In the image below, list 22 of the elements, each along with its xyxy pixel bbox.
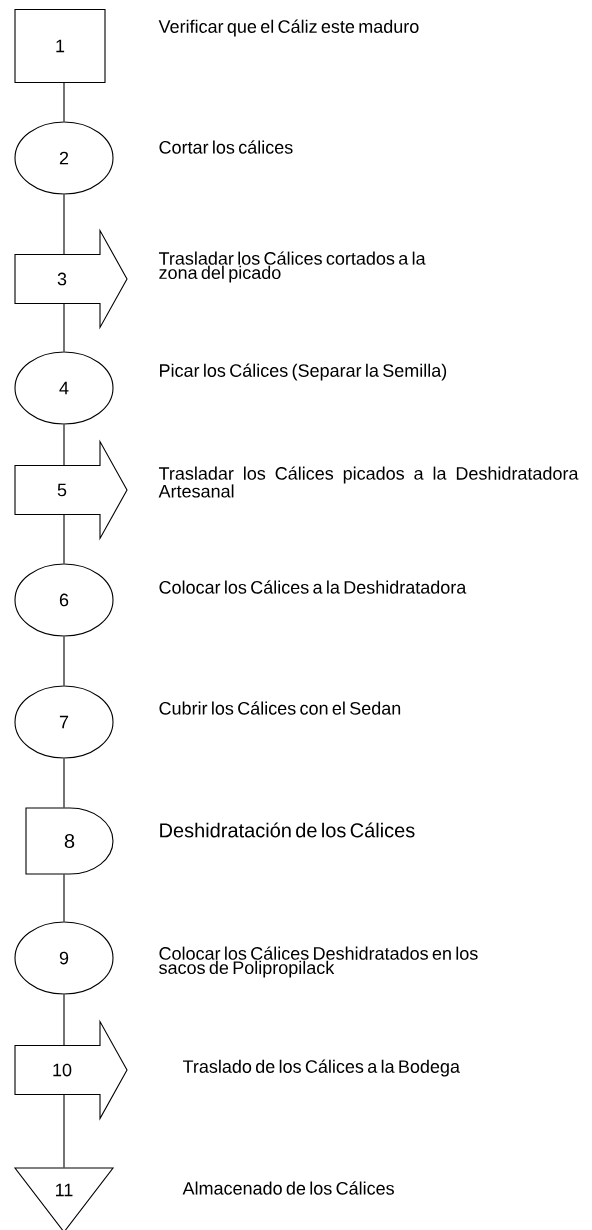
process-box: 1 (14, 8, 106, 84)
step-description: Colocar los Cálices a la Deshidratadora (159, 580, 467, 594)
step-description: Almacenado de los Cálices (182, 1181, 394, 1195)
connector-line (63, 82, 65, 122)
connector-line (63, 874, 65, 922)
connector-line (63, 994, 65, 1046)
step-description: Picar los Cálices (Separar la Semilla) (160, 363, 447, 381)
step-description: Trasladar los Cálices picados a la Deshidratadora Artesanal (158, 466, 579, 498)
connector-line (63, 758, 65, 808)
connector-line (63, 514, 65, 564)
connector-line (63, 1094, 65, 1168)
step-description: Cortar los cálices (159, 140, 293, 154)
connector-line (63, 424, 65, 466)
step-description: Cubrir los Cálices con el Sedan (159, 701, 401, 715)
connector-line (63, 303, 65, 352)
step-description: Verificar que el Cáliz este maduro (158, 19, 419, 37)
connector-line (63, 194, 65, 255)
connector-line (63, 636, 65, 686)
step-description: Colocar los Cálices Deshidratados en los sacos de Polipropilack (159, 946, 478, 978)
step-description: Deshidratación de los Cálices (160, 822, 415, 838)
step-description: Trasladar los Cálices cortados a la zona del picado (158, 251, 426, 283)
step-description: Traslado de los Cálices a la Bodega (182, 1059, 460, 1077)
